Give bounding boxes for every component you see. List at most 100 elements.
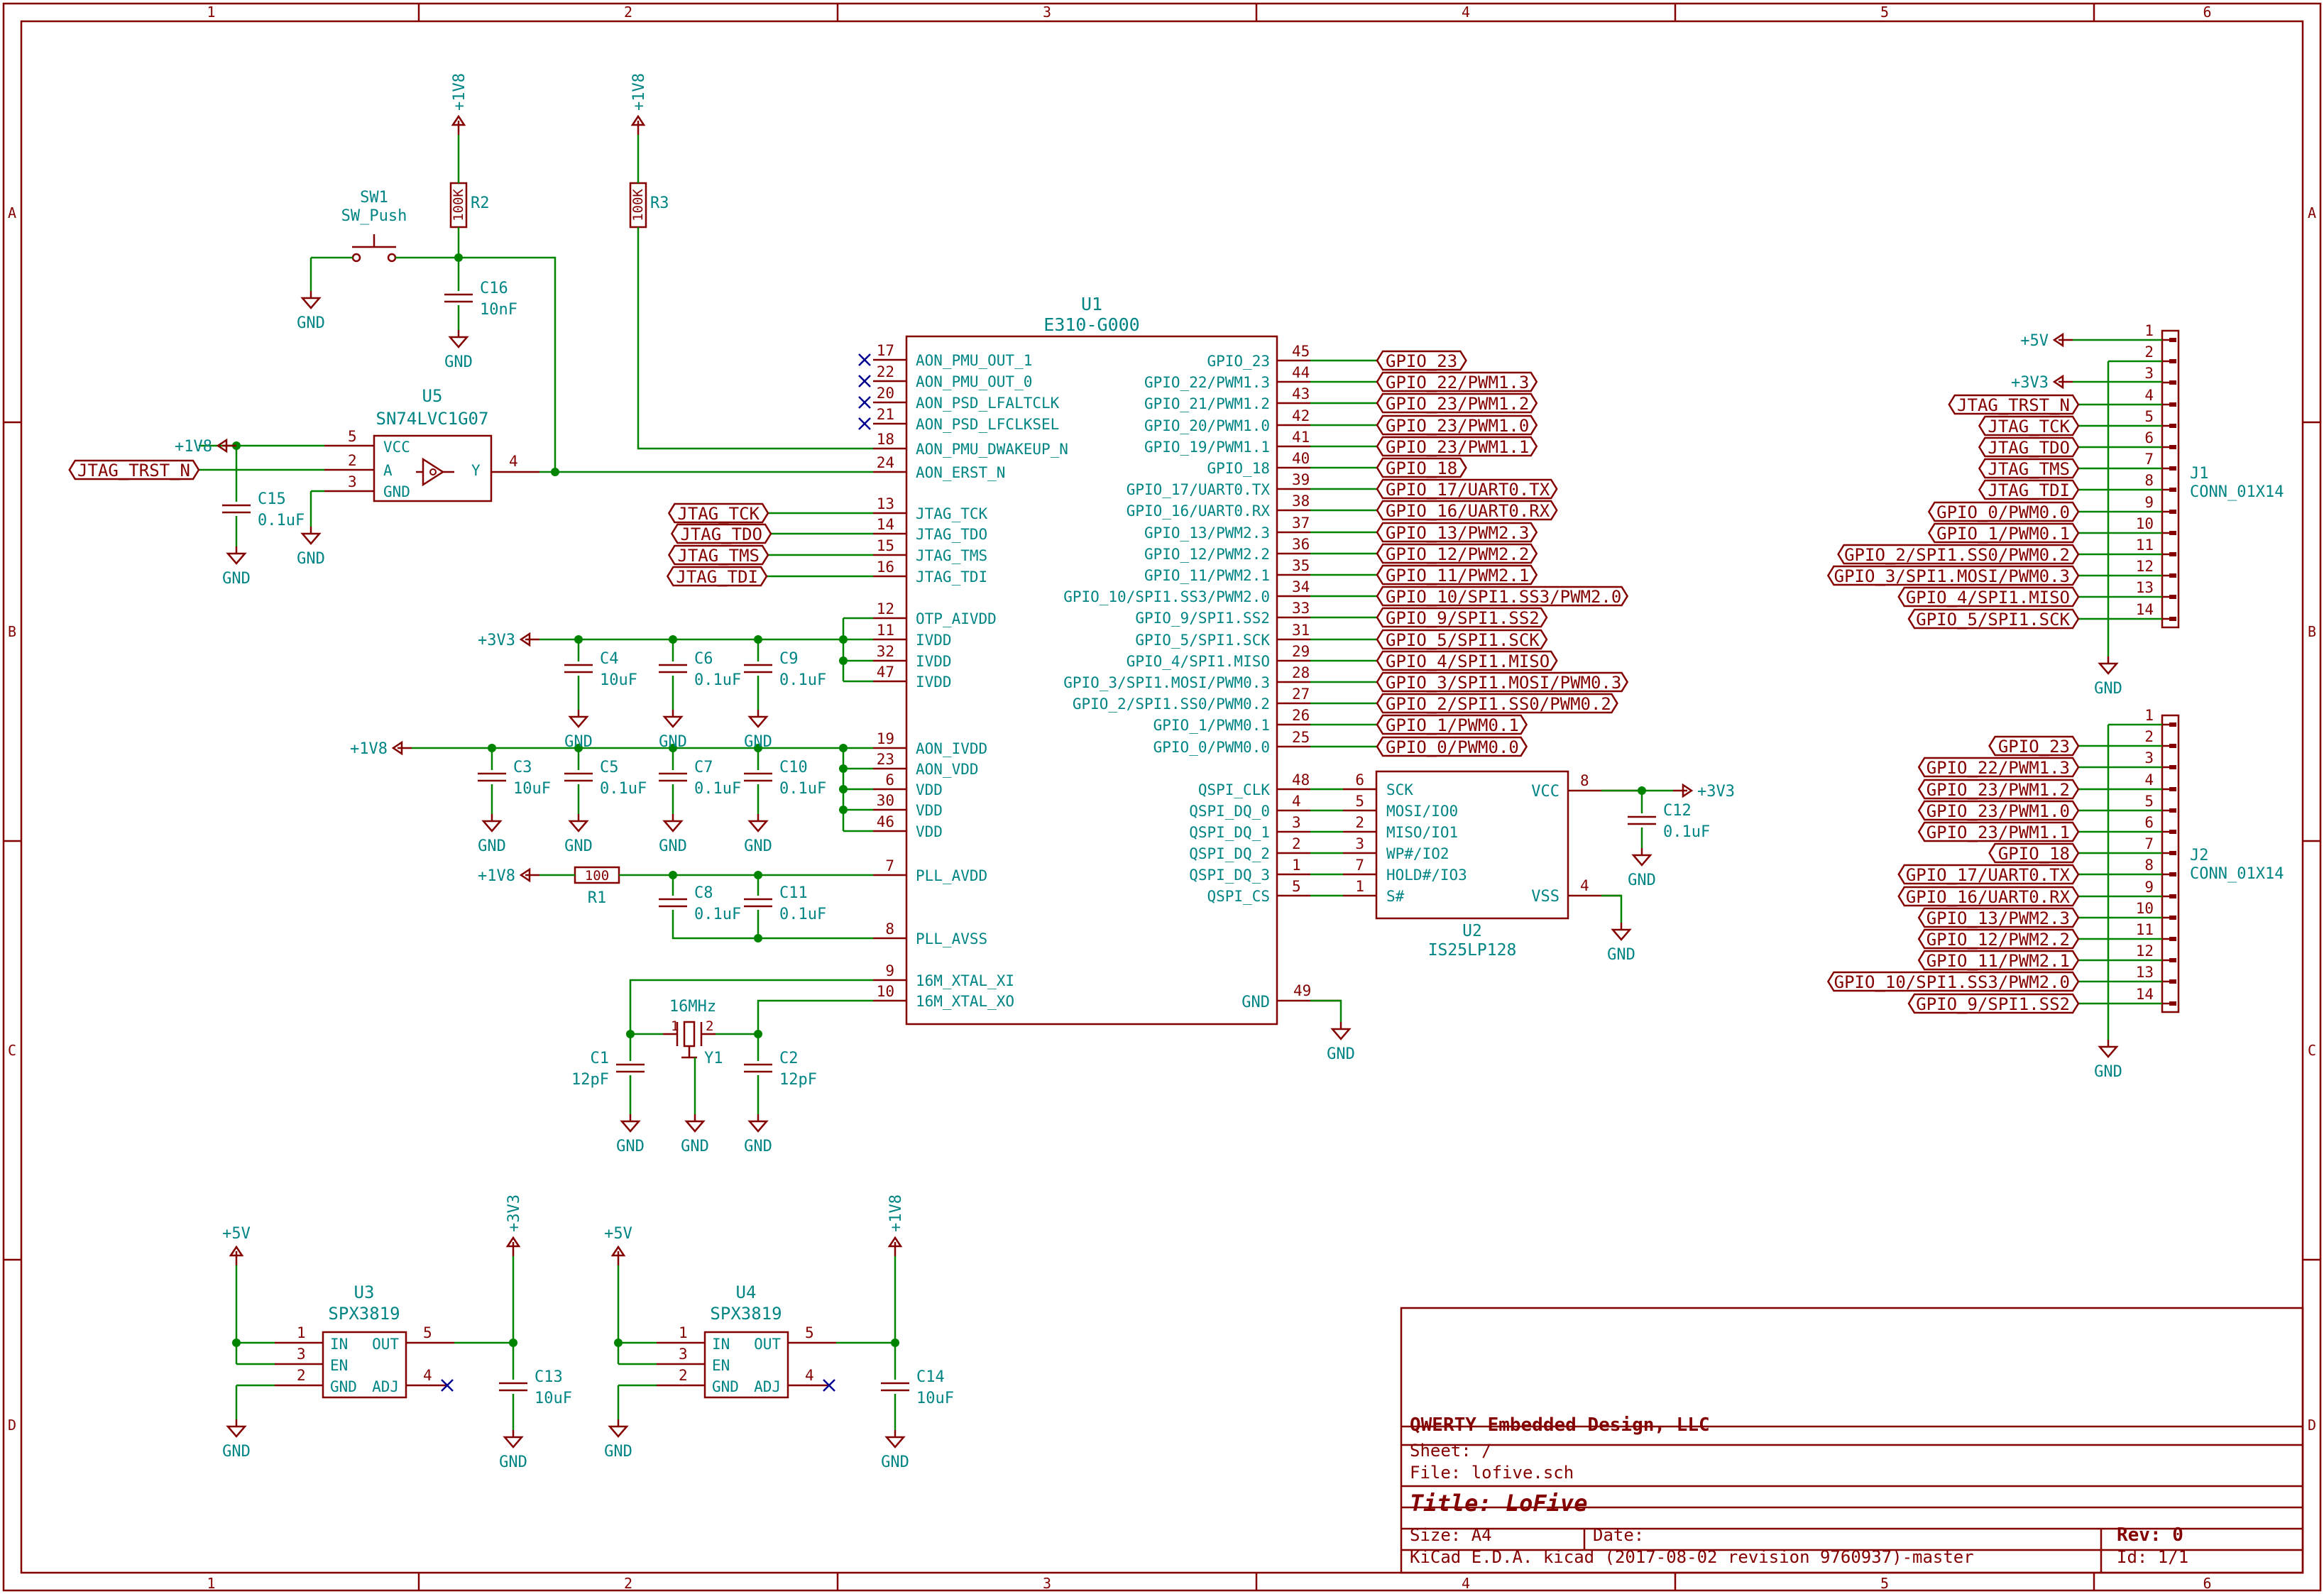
net-label-frame [1917,821,2080,842]
y1-value: 16MHz [669,998,716,1016]
u1-gpio-pin-name: GPIO_12/PWM2.2 [1144,546,1270,563]
net-label-text: GPIO_5/SPI1.SCK [1916,610,2070,630]
sw1-switch[interactable]: SW1 SW_Push [341,189,407,263]
u1-gpio-pin-name: GPIO_13/PWM2.3 [1144,524,1270,542]
power-label: +3V3 [2011,374,2049,392]
wire-junction [839,744,848,752]
u2-pin-num: 2 [1355,814,1364,831]
gnd-label: GND [2094,1063,2122,1081]
u1-gpio-pin-num: 44 [1292,364,1310,381]
c6-capacitor[interactable]: C60.1uF [659,650,741,689]
no-connect-marker [857,374,872,388]
net-label-frame [1917,928,2080,950]
wire-junction [839,656,848,665]
gnd-label: GND [659,837,687,855]
c2-ref: C2 [779,1050,799,1067]
net-label-text: GPIO_10/SPI1.SS3/PWM2.0 [1386,587,1621,607]
u2-flash[interactable]: U2 IS25LP128 SCK6MOSI/IO05MISO/IO12WP#/I… [1343,770,1643,960]
c12-ref: C12 [1663,802,1692,820]
u1-pin-name: JTAG_TDI [916,568,987,586]
c8-capacitor[interactable]: C80.1uF [659,884,741,923]
net-label-text: GPIO_17/UART0.TX [1386,480,1550,500]
connector-pin [2169,466,2176,471]
tb-file: File: lofive.sch [1410,1463,1574,1483]
u1-gnd-pin-name: GND [1242,994,1270,1011]
net-label-frame [1376,436,1538,457]
c14-ref: C14 [916,1368,945,1386]
u1-gpio-pin-name: GPIO_1/PWM0.1 [1153,717,1270,734]
c9-capacitor[interactable]: C90.1uF [744,650,826,689]
u1-pin-num: 47 [877,664,894,681]
net-label-frame [1837,544,2080,565]
frame-col-label: 4 [1462,1575,1470,1592]
r1-resistor[interactable]: 100 R1 [574,866,620,907]
u3-pin1-num: 1 [297,1324,306,1341]
gnd-label: GND [564,837,593,855]
wire-junction [669,871,677,879]
u2-pin-name: SCK [1386,781,1413,798]
u1-gpio-pin-name: GPIO_10/SPI1.SS3/PWM2.0 [1063,588,1270,605]
u1-gpio-pin-name: GPIO_11/PWM2.1 [1144,567,1270,584]
u5-buffer[interactable]: U5 SN74LVC1G07 VCC A GND Y 5 2 3 4 [324,386,539,502]
wire-junction [754,635,762,644]
r2-value: 100K [451,189,466,221]
gnd-label: GND [744,733,772,751]
net-label-frame [1907,608,2080,630]
net-label-frame [1376,500,1558,521]
gnd-symbol: GND [681,1114,709,1155]
power-symbol: +3V3 [478,632,539,649]
c7-value: 0.1uF [694,780,741,798]
u1-pin-num: 6 [885,771,894,788]
r3-ref: R3 [650,194,669,212]
c10-value: 0.1uF [779,780,826,798]
wire-junction [839,785,848,793]
wire-junction [574,635,583,644]
j1-value: CONN_01X14 [2190,483,2284,501]
u1-mcu[interactable]: U1 E310-G000 AON_PMU_OUT_117AON_PMU_OUT_… [873,294,1341,1026]
connector-pin-num: 6 [2144,429,2154,446]
c4-ref: C4 [600,650,619,668]
net-label-text: GPIO_23/PWM1.0 [1386,416,1529,436]
y1-crystal[interactable]: 16MHz Y1 1 2 [663,998,723,1067]
u2-pin-name: HOLD#/IO3 [1386,867,1467,884]
c11-value: 0.1uF [779,906,826,923]
u4-regulator[interactable]: U4 SPX3819 IN EN GND OUT ADJ 1 3 2 5 4 [657,1282,836,1399]
u1-pin-num: 14 [877,516,894,533]
c8-value: 0.1uF [694,906,741,923]
tb-title: Title: LoFive [1410,1490,1587,1517]
u1-pin-num: 46 [877,813,894,830]
u3-regulator[interactable]: U3 SPX3819 IN EN GND OUT ADJ 1 3 2 5 4 [275,1282,454,1399]
u1-gpio-pin-name: GPIO_17/UART0.TX [1127,481,1271,498]
c7-capacitor[interactable]: C70.1uF [659,759,741,798]
u4-ref: U4 [736,1282,757,1302]
u2-vss-name: VSS [1531,888,1560,906]
net-label-text: GPIO_9/SPI1.SS2 [1386,608,1540,628]
frame-col-label: 4 [1462,4,1470,21]
u2-pin-name: MISO/IO1 [1386,824,1458,841]
c1-value: 12pF [571,1071,609,1089]
c5-capacitor[interactable]: C50.1uF [564,759,647,798]
frame-row-label: A [8,204,16,221]
c3-value: 10uF [513,780,551,798]
connector-pin [2169,722,2176,727]
u1-gpio-pin-num: 27 [1292,686,1310,703]
r2-resistor[interactable]: 100K R2 [449,182,490,229]
gnd-label: GND [1628,872,1656,889]
connector-pin-num: 8 [2144,472,2154,489]
u2-pin-num: 5 [1355,793,1364,810]
r3-resistor[interactable]: 100K R3 [629,182,669,229]
